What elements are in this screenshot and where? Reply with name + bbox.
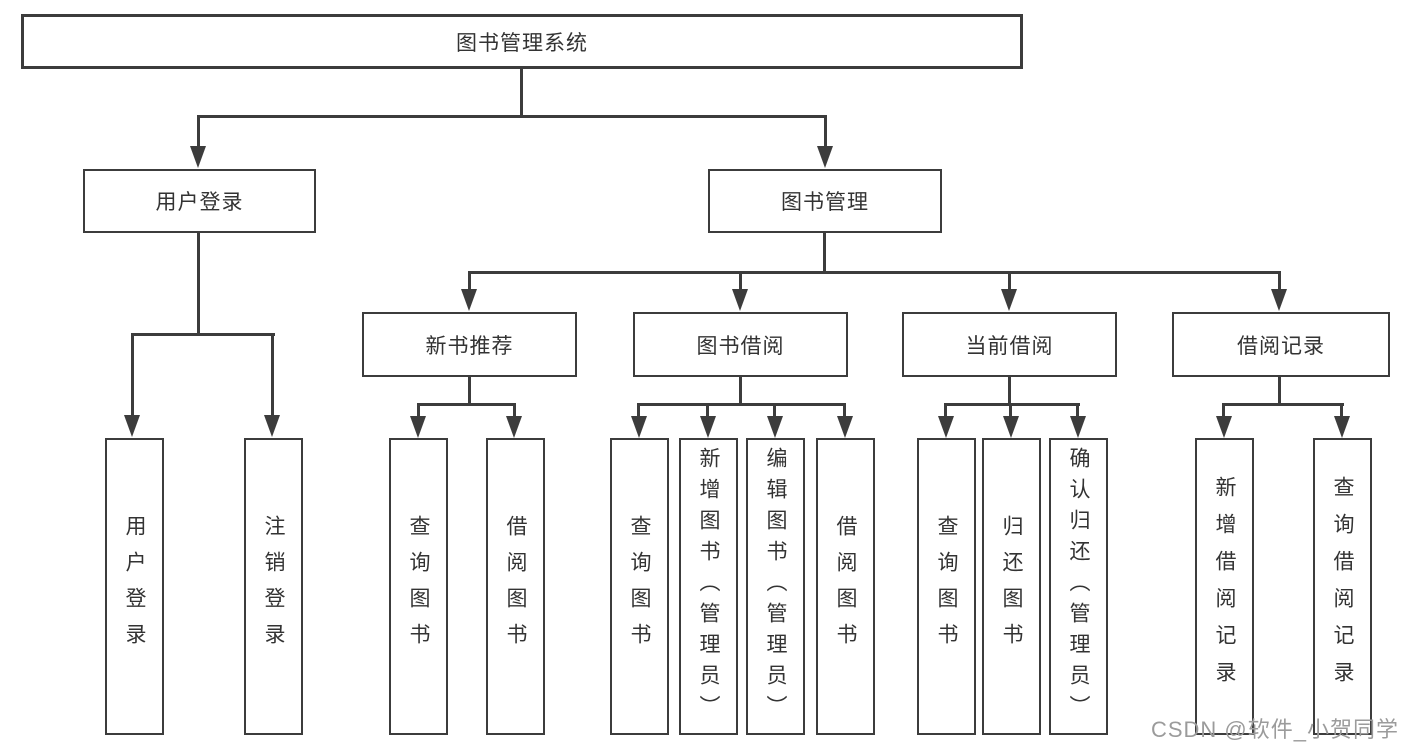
- connector-vline: [637, 403, 640, 419]
- connector-hline: [417, 403, 516, 406]
- connector-hline: [197, 115, 827, 118]
- node-label: 新增图书（管理员）: [697, 447, 720, 726]
- node-label: 注销登录: [262, 514, 285, 659]
- connector-vline: [468, 375, 471, 406]
- node-borrow-records: 借阅记录: [1172, 312, 1390, 377]
- connector-vline: [468, 271, 471, 291]
- connector-vline: [824, 115, 827, 148]
- connector-vline: [271, 333, 274, 417]
- connector-hline: [131, 333, 275, 336]
- arrowhead-down-icon: [1216, 416, 1232, 438]
- connector-vline: [823, 231, 826, 274]
- node-label: 新书推荐: [425, 334, 514, 358]
- node-label: 归还图书: [1000, 514, 1023, 659]
- connector-vline: [1278, 375, 1281, 406]
- node-label: 用户登录: [155, 191, 244, 214]
- node-label: 编辑图书（管理员）: [764, 447, 787, 726]
- connector-vline: [739, 375, 742, 406]
- connector-vline: [1008, 271, 1011, 291]
- arrowhead-down-icon: [1001, 289, 1017, 311]
- node-book-management: 图书管理: [708, 169, 942, 233]
- leaf-query-borrow-record: 查询借阅记录: [1313, 438, 1372, 735]
- connector-hline: [468, 271, 1281, 274]
- node-new-book-recommendation: 新书推荐: [362, 312, 577, 377]
- arrowhead-down-icon: [767, 416, 783, 438]
- connector-vline: [1222, 403, 1225, 419]
- arrowhead-down-icon: [461, 289, 477, 311]
- arrowhead-down-icon: [124, 415, 140, 437]
- watermark: CSDN @软件_小贺同学: [1150, 717, 1399, 742]
- arrowhead-down-icon: [817, 146, 833, 168]
- connector-hline: [1223, 403, 1344, 406]
- arrowhead-down-icon: [837, 416, 853, 438]
- leaf-confirm-return-admin: 确认归还（管理员）: [1049, 438, 1108, 735]
- connector-vline: [706, 403, 709, 419]
- node-current-borrowing: 当前借阅: [902, 312, 1117, 377]
- leaf-query-books-borrowing: 查询图书: [610, 438, 669, 735]
- arrowhead-down-icon: [506, 416, 522, 438]
- arrowhead-down-icon: [1070, 416, 1086, 438]
- arrowhead-down-icon: [1271, 289, 1287, 311]
- connector-vline: [843, 403, 846, 419]
- node-label: 图书管理系统: [456, 31, 588, 55]
- connector-vline: [520, 67, 523, 117]
- node-label: 查询借阅记录: [1331, 475, 1354, 698]
- node-label: 确认归还（管理员）: [1067, 447, 1090, 726]
- arrowhead-down-icon: [938, 416, 954, 438]
- connector-hline: [638, 403, 846, 406]
- leaf-user-login: 用户登录: [105, 438, 164, 735]
- connector-vline: [773, 403, 776, 419]
- node-label: 当前借阅: [965, 334, 1054, 358]
- connector-vline: [1278, 271, 1281, 291]
- arrowhead-down-icon: [190, 146, 206, 168]
- node-library-management-system: 图书管理系统: [21, 14, 1023, 69]
- node-label: 图书借阅: [696, 334, 785, 358]
- connector-vline: [1076, 403, 1079, 419]
- node-label: 图书管理: [781, 191, 869, 214]
- node-label: 用户登录: [123, 514, 146, 659]
- leaf-query-books-recommend: 查询图书: [389, 438, 448, 735]
- leaf-add-borrow-record: 新增借阅记录: [1195, 438, 1254, 735]
- connector-hline: [945, 403, 1080, 406]
- node-book-borrowing: 图书借阅: [633, 312, 848, 377]
- connector-vline: [197, 115, 200, 148]
- node-label: 借阅图书: [504, 514, 527, 659]
- connector-vline: [417, 403, 420, 419]
- leaf-query-books-current: 查询图书: [917, 438, 976, 735]
- leaf-logout: 注销登录: [244, 438, 303, 735]
- arrowhead-down-icon: [631, 416, 647, 438]
- node-label: 新增借阅记录: [1213, 475, 1236, 698]
- arrowhead-down-icon: [1334, 416, 1350, 438]
- arrowhead-down-icon: [1003, 416, 1019, 438]
- connector-vline: [944, 403, 947, 419]
- connector-vline: [1340, 403, 1343, 419]
- connector-vline: [131, 333, 134, 417]
- connector-vline: [739, 271, 742, 291]
- connector-vline: [1009, 403, 1012, 419]
- node-label: 借阅记录: [1237, 334, 1325, 358]
- leaf-add-book-admin: 新增图书（管理员）: [679, 438, 738, 735]
- leaf-borrow-books-borrowing: 借阅图书: [816, 438, 875, 735]
- node-user-login: 用户登录: [83, 169, 316, 233]
- leaf-borrow-books-recommend: 借阅图书: [486, 438, 545, 735]
- node-label: 查询图书: [628, 514, 651, 659]
- node-label: 查询图书: [935, 514, 958, 659]
- node-label: 借阅图书: [834, 514, 857, 659]
- connector-vline: [513, 403, 516, 419]
- leaf-return-books: 归还图书: [982, 438, 1041, 735]
- connector-vline: [197, 231, 200, 336]
- arrowhead-down-icon: [732, 289, 748, 311]
- leaf-edit-book-admin: 编辑图书（管理员）: [746, 438, 805, 735]
- arrowhead-down-icon: [410, 416, 426, 438]
- arrowhead-down-icon: [264, 415, 280, 437]
- arrowhead-down-icon: [700, 416, 716, 438]
- connector-vline: [1008, 375, 1011, 406]
- node-label: 查询图书: [407, 514, 430, 659]
